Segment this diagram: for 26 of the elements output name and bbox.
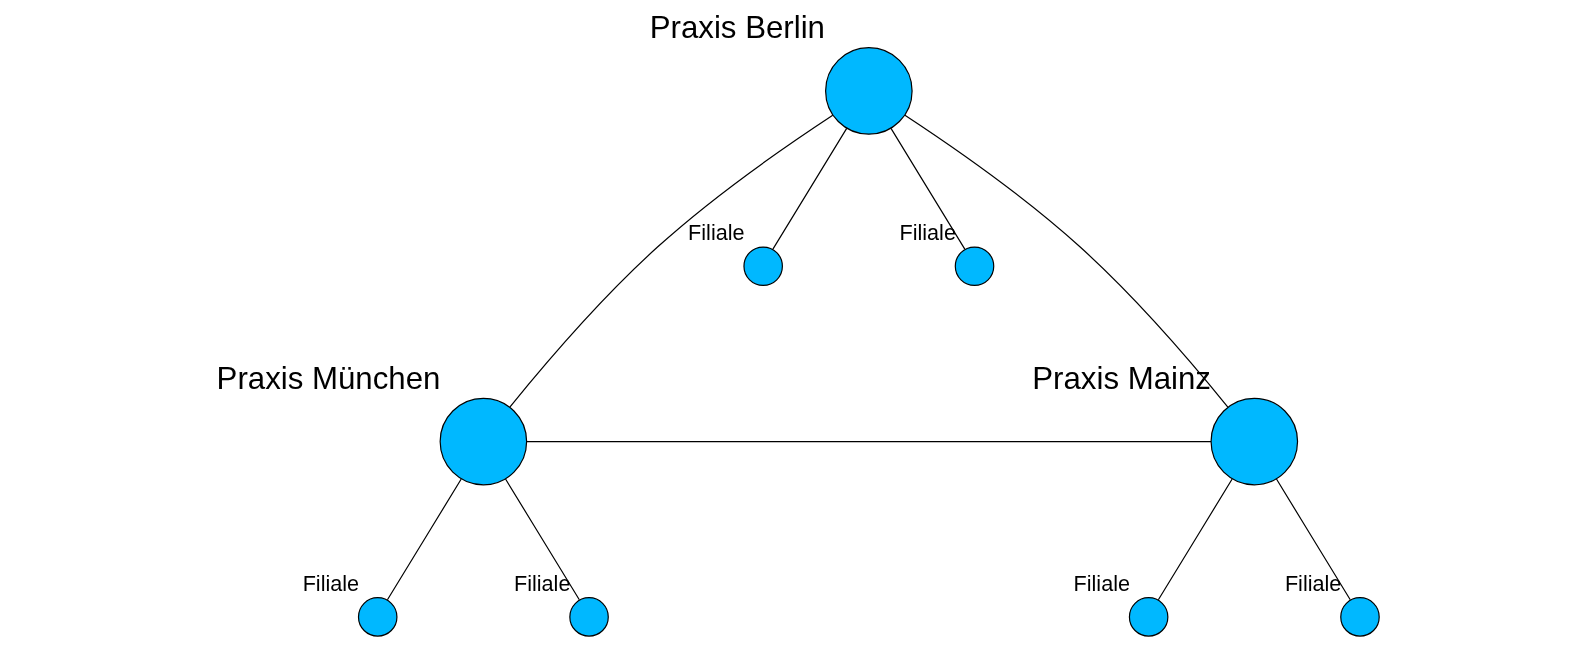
node-label: Filiale xyxy=(1073,570,1130,596)
node-circle xyxy=(439,397,527,486)
connector xyxy=(1275,478,1351,601)
connector xyxy=(504,478,580,601)
connector xyxy=(386,478,462,601)
node-circle xyxy=(824,47,913,135)
node-label: Praxis Berlin xyxy=(649,9,825,45)
connector xyxy=(1157,478,1233,601)
node-circle xyxy=(1339,597,1380,637)
node-circle xyxy=(357,597,398,637)
connector xyxy=(508,114,833,408)
connector xyxy=(889,127,965,250)
node-circle xyxy=(1128,597,1168,637)
node-label: Praxis München xyxy=(216,360,440,396)
node-circle xyxy=(1210,397,1298,486)
connector xyxy=(903,114,1228,408)
node-label: Filiale xyxy=(1284,570,1341,596)
node-circle xyxy=(742,246,783,287)
node-label: Filiale xyxy=(513,570,570,596)
node-label: Filiale xyxy=(898,220,956,246)
node-circle xyxy=(568,597,609,637)
connector xyxy=(771,127,847,250)
node-label: Filiale xyxy=(302,570,359,596)
connector xyxy=(525,440,1212,443)
node-circle xyxy=(954,246,994,287)
node-label: Filiale xyxy=(687,220,745,246)
